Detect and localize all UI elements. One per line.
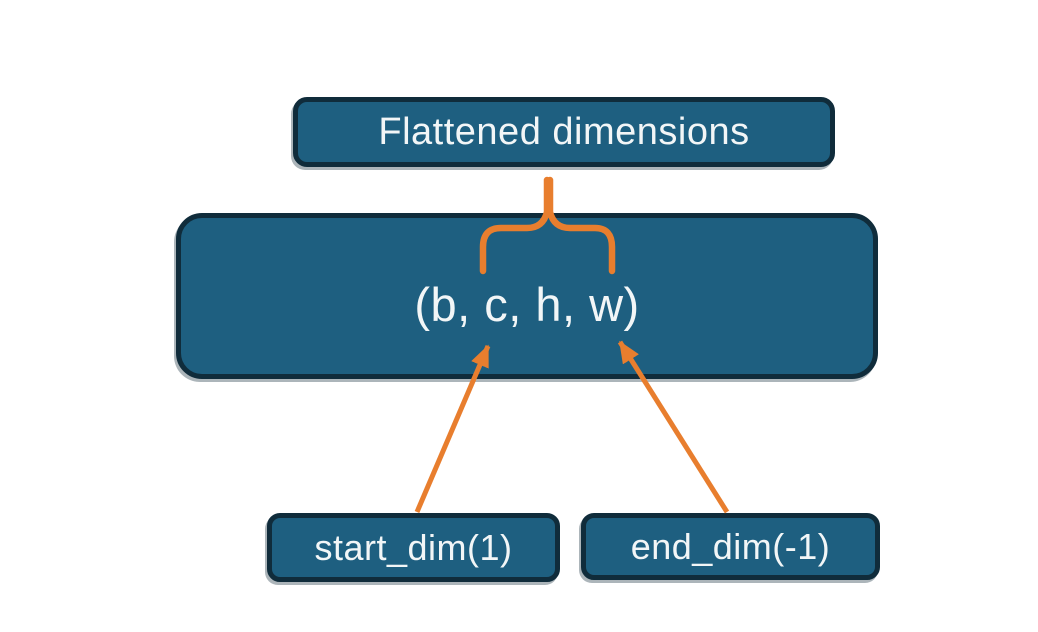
tensor-shape-label: (b, c, h, w)	[414, 277, 640, 331]
start-dim-label: start_dim(1)	[314, 526, 513, 568]
node-start-dim: start_dim(1)	[267, 513, 560, 582]
node-end-dim: end_dim(-1)	[581, 513, 880, 580]
node-flattened-dimensions: Flattened dimensions	[293, 97, 835, 167]
flattened-dimensions-label: Flattened dimensions	[378, 110, 750, 153]
end-dim-label: end_dim(-1)	[630, 525, 831, 567]
node-tensor-shape: (b, c, h, w)	[176, 213, 878, 379]
